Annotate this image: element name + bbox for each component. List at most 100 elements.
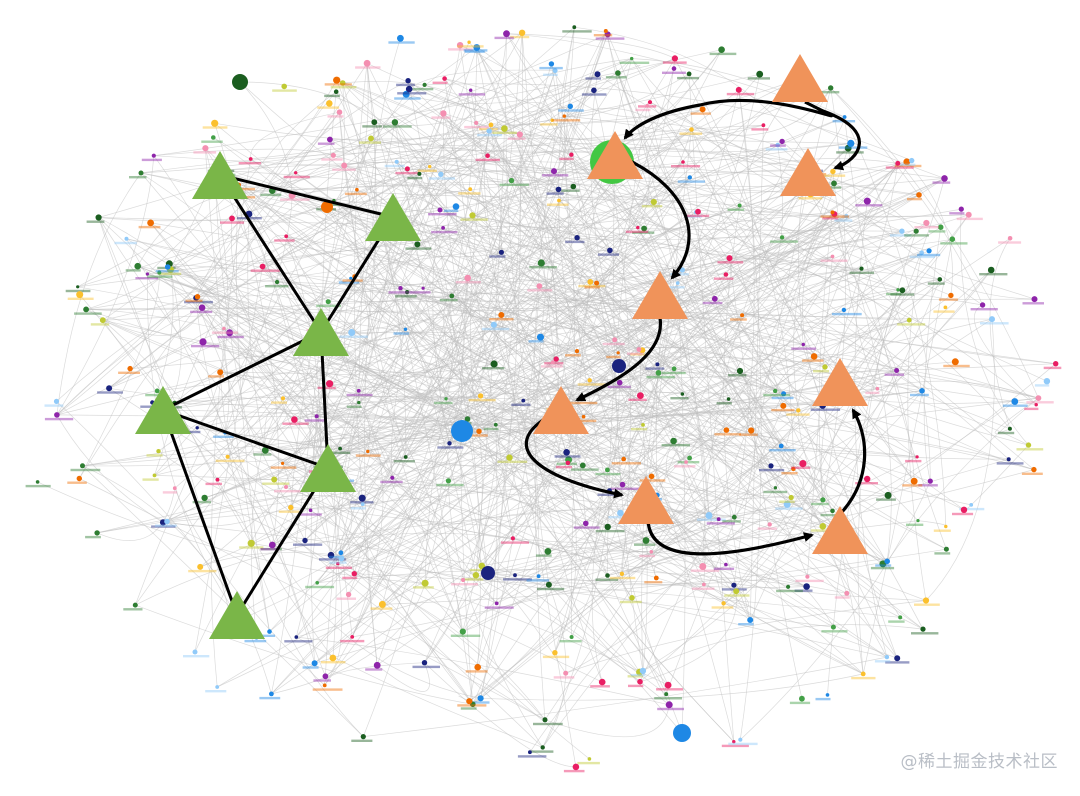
graph-node-label-mark <box>943 364 970 368</box>
graph-node-label-mark <box>184 300 213 304</box>
background-edge <box>658 166 814 374</box>
graph-node-label-mark <box>938 298 958 301</box>
graph-node <box>421 579 429 587</box>
graph-node-label-mark <box>475 158 500 162</box>
background-edge <box>726 370 756 431</box>
background-edge <box>478 177 691 432</box>
graph-node-label-mark <box>770 240 798 243</box>
graph-node <box>960 506 968 513</box>
graph-node-label-mark <box>606 355 621 359</box>
graph-node-label-mark <box>910 393 929 397</box>
graph-node-label-mark <box>639 479 666 482</box>
graph-node-label-mark <box>561 189 580 192</box>
background-edge <box>202 341 1009 460</box>
graph-node-label-mark <box>350 507 366 510</box>
graph-node-label-mark <box>469 568 493 572</box>
graph-node-label-mark <box>902 484 923 487</box>
graph-node-label-mark <box>713 567 735 570</box>
background-edge <box>463 390 923 581</box>
background-edge <box>271 583 426 695</box>
graph-node <box>95 214 102 221</box>
background-edge <box>400 288 610 491</box>
background-edge <box>318 325 620 390</box>
graph-node <box>215 685 220 689</box>
graph-node <box>664 692 669 697</box>
background-edge <box>408 69 556 90</box>
graph-node-label-mark <box>630 673 646 677</box>
background-edge <box>487 572 807 588</box>
graph-node <box>449 293 455 299</box>
background-edge <box>227 268 862 458</box>
graph-node <box>684 460 688 464</box>
graph-node-label-mark <box>444 209 459 212</box>
graph-node-label-mark <box>312 688 343 691</box>
background-edge <box>325 252 922 677</box>
graph-node <box>132 602 138 608</box>
graph-node <box>506 454 513 461</box>
graph-node <box>485 153 490 158</box>
graph-node-label-mark <box>627 675 643 678</box>
triangle-node-o7 <box>812 506 868 554</box>
graph-node-label-mark <box>917 253 941 257</box>
background-edge <box>462 484 623 632</box>
background-edge <box>830 87 1039 399</box>
background-edge <box>407 80 571 113</box>
graph-node-label-mark <box>1022 302 1044 305</box>
graph-node <box>194 294 201 300</box>
graph-node <box>54 412 60 418</box>
background-edge <box>271 544 481 699</box>
graph-node <box>864 475 871 483</box>
graph-node <box>145 272 149 276</box>
background-edge <box>791 468 804 498</box>
chain-arrow-o4-o5 <box>575 317 663 402</box>
graph-node <box>360 734 366 740</box>
graph-node <box>630 56 634 61</box>
graph-node <box>612 337 618 343</box>
graph-node <box>498 312 505 318</box>
graph-node-label-mark <box>554 455 581 458</box>
graph-node <box>421 660 428 666</box>
background-edge <box>407 80 489 574</box>
graph-node <box>398 286 403 291</box>
graph-node <box>747 617 754 623</box>
graph-node <box>259 263 266 270</box>
graph-node-label-mark <box>822 217 839 220</box>
graph-node <box>604 523 611 531</box>
graph-node <box>510 536 515 541</box>
background-edge <box>391 206 457 478</box>
graph-node <box>197 563 204 570</box>
background-edge <box>989 238 1011 429</box>
graph-node-label-mark <box>775 507 803 510</box>
background-edge <box>462 318 993 632</box>
graph-node-label-mark <box>355 454 381 457</box>
graph-node-label-mark <box>388 41 415 44</box>
graph-node-label-mark <box>320 661 346 664</box>
background-edge <box>340 70 556 553</box>
graph-node-label-mark <box>874 660 891 663</box>
background-edge <box>554 89 740 653</box>
background-edge <box>480 673 864 701</box>
graph-node-label-mark <box>497 460 528 463</box>
graph-node <box>655 370 662 376</box>
background-edge <box>197 296 549 552</box>
graph-node <box>875 386 880 391</box>
background-edge <box>341 308 668 559</box>
graph-node-label-mark <box>786 413 810 416</box>
background-edge <box>273 383 331 480</box>
graph-node <box>562 114 566 118</box>
graph-node-label-mark <box>507 137 526 140</box>
graph-node <box>598 678 606 686</box>
graph-node <box>466 698 473 705</box>
background-edge <box>195 206 457 299</box>
background-edge <box>682 161 824 527</box>
graph-node <box>1011 398 1019 405</box>
graph-node <box>830 624 836 630</box>
graph-node <box>641 225 647 232</box>
graph-node <box>649 550 654 554</box>
background-edge <box>409 88 645 229</box>
graph-node-label-mark <box>577 761 600 765</box>
chain-arrow-o5-o6 <box>524 418 624 499</box>
graph-node <box>761 123 766 128</box>
graph-node <box>1053 361 1059 367</box>
graph-node-label-mark <box>484 606 514 609</box>
